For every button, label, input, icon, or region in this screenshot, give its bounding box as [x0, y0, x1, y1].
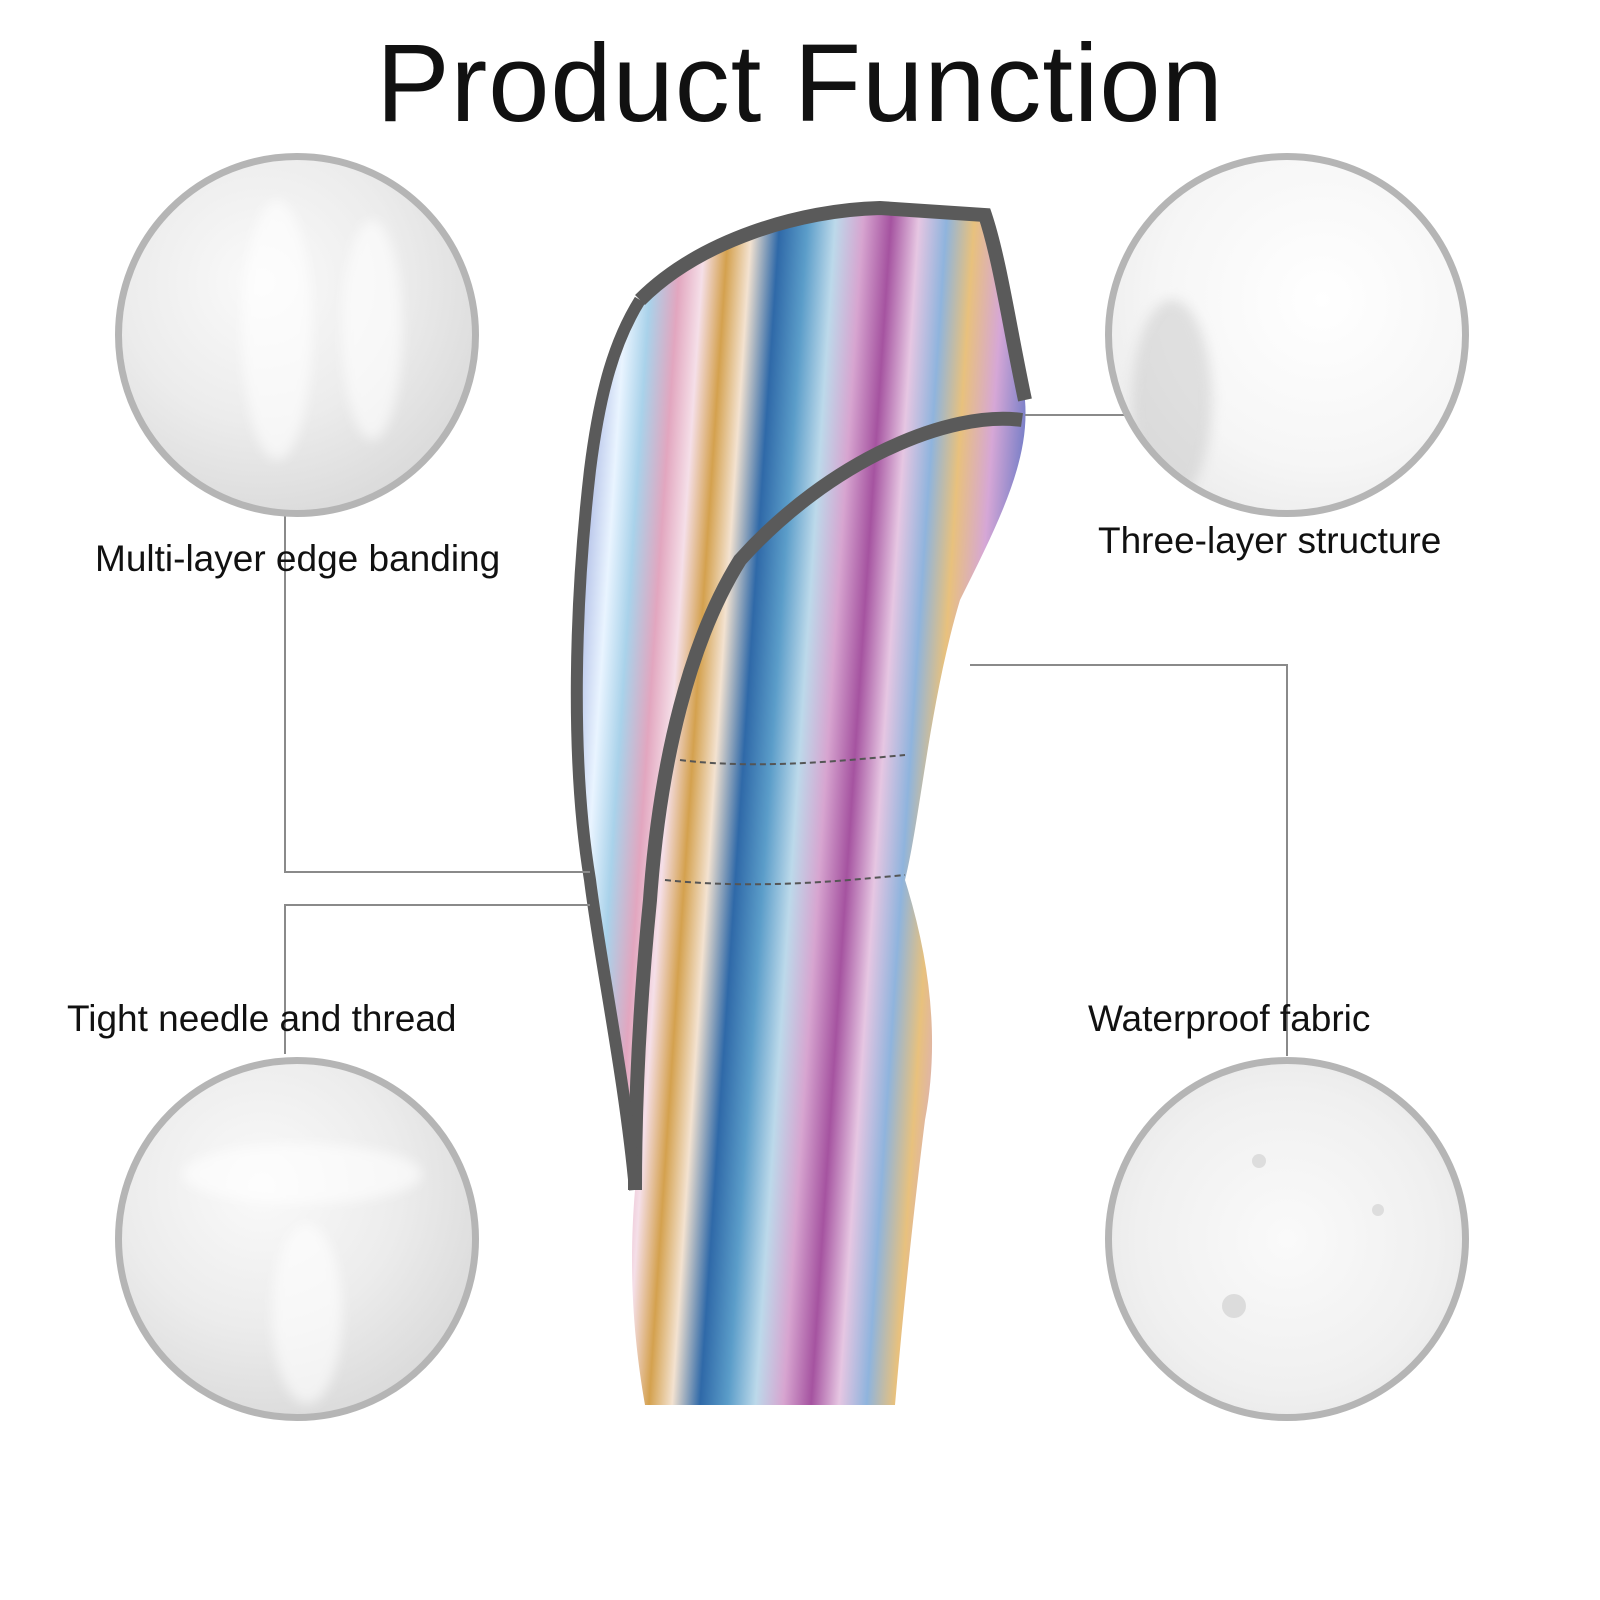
detail-circle-three-layer [1105, 153, 1469, 517]
connector-line [1286, 664, 1288, 1056]
feature-label-waterproof: Waterproof fabric [1088, 998, 1371, 1039]
feature-label-stitching: Tight needle and thread [67, 998, 457, 1039]
page-title: Product Function [376, 22, 1224, 145]
edge-banding-inner [628, 411, 1023, 1191]
connector-line [1025, 414, 1125, 416]
headcover-body [576, 208, 1026, 1405]
connector-line [284, 515, 286, 873]
feature-label-edge-banding: Multi-layer edge banding [95, 538, 501, 579]
stitch-line [664, 754, 906, 886]
feature-label-three-layer: Three-layer structure [1098, 520, 1442, 561]
connector-line [970, 664, 1288, 666]
connector-line [284, 904, 286, 1054]
detail-circle-waterproof [1105, 1057, 1469, 1421]
edge-banding-side [570, 296, 646, 1191]
connector-line [284, 904, 590, 906]
connector-line [284, 871, 590, 873]
detail-circle-edge-banding [115, 153, 479, 517]
detail-circle-stitching [115, 1057, 479, 1421]
edge-banding-outer [635, 200, 1032, 402]
